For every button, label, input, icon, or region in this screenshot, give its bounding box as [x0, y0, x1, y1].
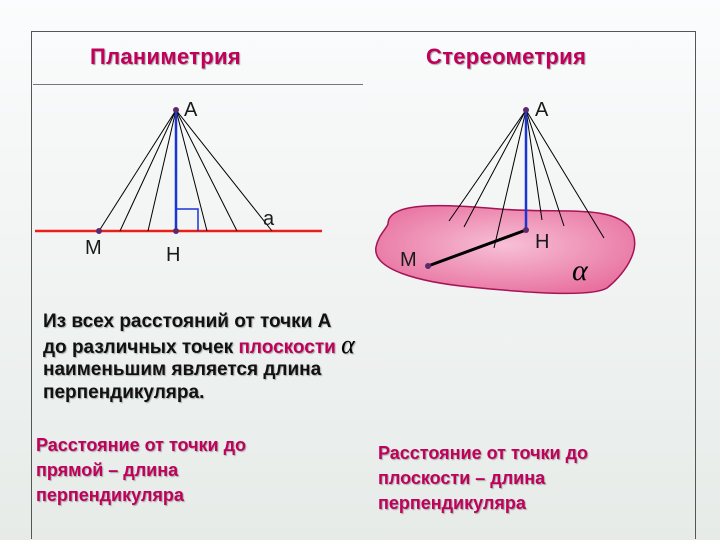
point-a-left	[173, 107, 179, 113]
statement-line-3: наименьшим является длина	[43, 359, 322, 380]
slide-frame	[31, 31, 696, 539]
theorem-statement: Из всех расстояний от точки А до различн…	[43, 311, 473, 404]
ray-left-6	[175, 109, 273, 232]
title-divider	[33, 84, 363, 85]
title-planimetry: Планиметрия	[90, 44, 241, 69]
ray-right-4	[525, 109, 543, 221]
point-a-right	[523, 107, 529, 113]
ray-left-4	[175, 109, 208, 232]
note-distance-to-plane: Расстояние от точки до плоскости – длина…	[378, 441, 688, 516]
rays-from-a-right	[448, 109, 605, 249]
plane-alpha	[375, 204, 636, 295]
label-a-right: A	[535, 99, 549, 121]
title-stereometry: Стереометрия	[426, 44, 587, 69]
ray-right-5	[525, 109, 565, 227]
statement-line-2-prefix: до различных точек	[43, 336, 234, 358]
point-h-left	[173, 228, 179, 234]
point-h-right	[523, 227, 529, 233]
ray-left-2	[119, 109, 177, 232]
segment-mh	[427, 228, 527, 268]
statement-alpha-symbol: α	[341, 329, 355, 359]
label-m-right: M	[400, 249, 417, 271]
note-right-line-1: Расстояние от точки до	[378, 443, 589, 463]
ray-right-6	[525, 109, 605, 239]
note-distance-to-line: Расстояние от точки до прямой – длина пе…	[36, 433, 356, 508]
point-m-right	[425, 263, 431, 269]
label-line-a: a	[263, 208, 275, 230]
statement-line-2: до различных точек плоскости α	[43, 331, 473, 360]
ray-left-3	[147, 109, 177, 232]
note-left-line-2: прямой – длина	[36, 460, 179, 480]
ray-left-5	[175, 109, 238, 232]
statement-line-4: перпендикуляра.	[43, 381, 205, 403]
rays-from-a-left	[98, 109, 273, 232]
statement-line-1: Из всех расстояний от точки А	[43, 311, 332, 332]
label-m-left: M	[85, 237, 102, 259]
statement-plane-word: плоскости	[238, 336, 336, 358]
point-m-left	[96, 228, 102, 234]
ray-a-m-left	[98, 109, 177, 232]
label-a-left: A	[184, 99, 198, 121]
note-right-line-2: плоскости – длина	[378, 468, 546, 488]
ray-right-3	[493, 109, 527, 249]
label-h-right: H	[535, 231, 550, 253]
right-angle-mark	[176, 208, 199, 231]
note-left-line-3: перпендикуляра	[36, 485, 184, 505]
ray-right-1	[448, 109, 527, 222]
note-left-line-1: Расстояние от точки до	[36, 435, 247, 455]
note-right-line-3: перпендикуляра	[378, 493, 526, 513]
plane-alpha-symbol: α	[572, 254, 588, 287]
label-h-left: H	[166, 244, 181, 266]
ray-right-2	[463, 109, 527, 228]
